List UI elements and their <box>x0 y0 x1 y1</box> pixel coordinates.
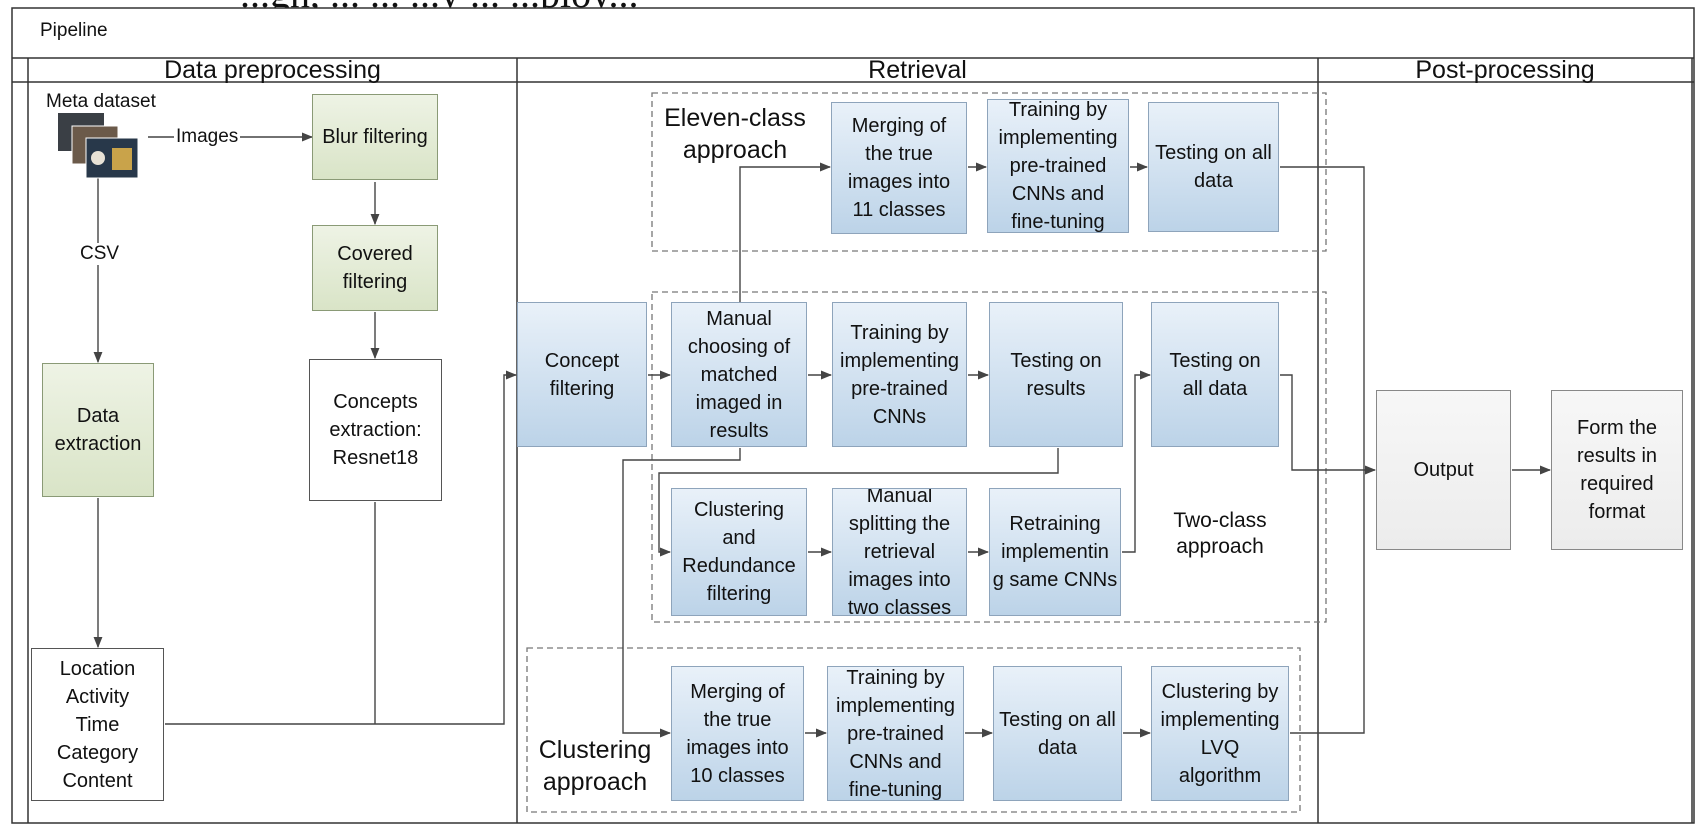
cropped-title-strip: ...gn, ... ... ...y ... ...ploy... <box>0 0 1700 8</box>
lane-post-processing: Post-processing <box>1415 56 1595 84</box>
edge-retraining-testing-all <box>1122 370 1152 553</box>
edge-label-meta-dataset: Meta dataset <box>44 91 158 113</box>
node-cl-testing: Testing on all data <box>993 666 1122 801</box>
node-tc-clustering: Clustering and Redundance filtering <box>671 488 807 616</box>
edge-label-images: Images <box>174 126 241 148</box>
two-class-border <box>651 291 1327 623</box>
group-label-eleven-class: Eleven-class approach <box>664 104 806 164</box>
node-tc-training: Training by implementing pre-trained CNN… <box>832 302 967 447</box>
node-tc-retraining: Retraining implementin g same CNNs <box>989 488 1121 616</box>
node-ec-training: Training by implementing pre-trained CNN… <box>987 99 1129 233</box>
edge-ec-testing-output <box>1280 166 1365 734</box>
edge-metadata-concept-filtering <box>165 370 518 725</box>
group-label-two-class: Two-class approach <box>1173 509 1267 558</box>
node-data-extraction: Data extraction <box>42 363 154 497</box>
lane-data-preprocessing: Data preprocessing <box>164 56 381 84</box>
clustering-border <box>526 647 1301 813</box>
edge-testing-all-output <box>1280 374 1377 475</box>
node-tc-testing-results: Testing on results <box>989 302 1123 447</box>
node-concepts-extraction: Concepts extraction: Resnet18 <box>309 359 442 501</box>
node-output: Output <box>1376 390 1511 550</box>
meta-dataset-thumbnails <box>58 113 139 179</box>
node-ec-merging: Merging of the true images into 11 class… <box>831 102 967 234</box>
group-borders <box>526 92 1327 813</box>
node-concept-filtering: Concept filtering <box>517 302 647 447</box>
group-label-clustering: Clustering approach <box>538 736 652 796</box>
edge-manual-clustering-merging <box>622 448 741 738</box>
edge-label-csv: CSV <box>78 243 122 265</box>
lane-retrieval: Retrieval <box>868 56 967 84</box>
node-ec-testing: Testing on all data <box>1148 102 1279 232</box>
eleven-class-border <box>651 92 1327 252</box>
node-metadata-fields: Location Activity Time Category Content <box>31 648 164 801</box>
edge-testing-results-clustering <box>658 448 1059 557</box>
node-tc-manual-splitting: Manual splitting the retrieval images in… <box>832 488 967 616</box>
node-cl-merging: Merging of the true images into 10 class… <box>671 666 804 801</box>
node-blur-filtering: Blur filtering <box>312 94 438 180</box>
pipeline-label: Pipeline <box>40 20 108 41</box>
cropped-title: ...gn, ... ... ...y ... ...ploy... <box>240 0 639 8</box>
node-cl-clustering-lvq: Clustering by implementing LVQ algorithm <box>1151 666 1289 801</box>
node-cl-training: Training by implementing pre-trained CNN… <box>827 666 964 801</box>
node-covered-filtering: Covered filtering <box>312 225 438 311</box>
node-form-results: Form the results in required format <box>1551 390 1683 550</box>
node-tc-manual-choosing: Manual choosing of matched imaged in res… <box>671 302 807 447</box>
node-tc-testing-all: Testing on all data <box>1151 302 1279 447</box>
edge-manual-ec-merging <box>739 162 832 302</box>
